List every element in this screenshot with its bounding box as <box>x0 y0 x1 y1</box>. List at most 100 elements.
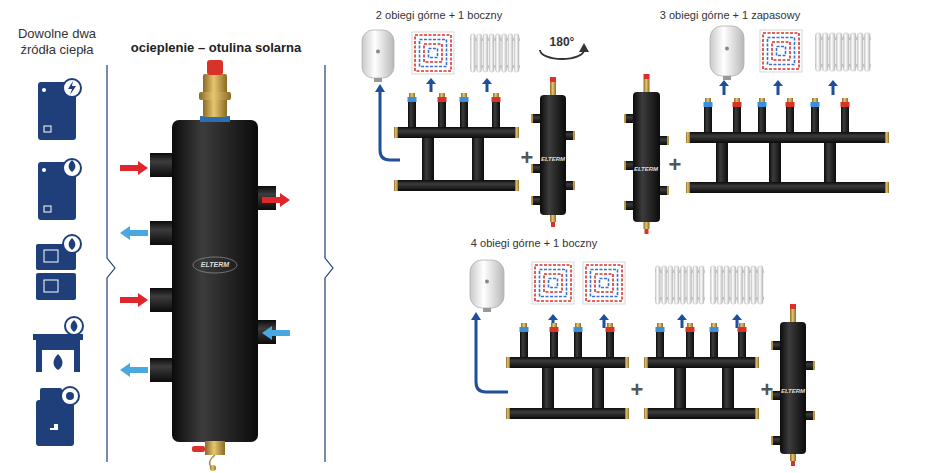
radiator-column <box>837 33 843 71</box>
radiator-column <box>502 34 507 72</box>
separator-body <box>633 92 660 222</box>
drain-cap <box>210 465 216 471</box>
radiator-column <box>851 33 857 71</box>
boiler-dot <box>42 168 46 172</box>
air-vent-cap <box>207 60 223 75</box>
brass-end <box>813 361 815 370</box>
pipe-stub <box>656 331 664 358</box>
drain-valve <box>205 441 225 455</box>
pipe-stub <box>565 131 573 140</box>
water-heater-base <box>723 76 731 80</box>
floor-heating-icon <box>532 262 574 304</box>
flow-arrow <box>262 326 290 340</box>
plus-sign: + <box>669 152 682 178</box>
radiator-column <box>744 266 749 304</box>
logo-text: ELTERM <box>201 261 229 269</box>
brass-end <box>686 182 690 193</box>
plus-sign: + <box>521 145 534 171</box>
floor-heating-loop <box>540 270 567 297</box>
pipe-stub <box>686 331 694 358</box>
valve-cap <box>710 327 719 332</box>
drain-handle <box>791 461 795 466</box>
air-vent-cap <box>550 77 556 82</box>
supply-arrow <box>482 78 492 92</box>
brass-end <box>624 161 626 170</box>
pipe-stub <box>733 106 741 133</box>
brass-end <box>624 201 626 210</box>
floor-heating-loop <box>429 49 438 58</box>
separator-body <box>780 322 806 454</box>
floor-heating-icon <box>760 30 802 72</box>
valve-cap <box>704 102 713 107</box>
drain-valve <box>790 454 796 461</box>
manifold-bar <box>510 408 625 419</box>
pipe-stub <box>773 391 781 400</box>
brass-end <box>521 323 527 327</box>
brass-end <box>625 357 629 368</box>
pipe-stub <box>565 181 573 190</box>
supply-arrow <box>677 314 687 328</box>
radiator-column <box>656 266 661 304</box>
drain-handle <box>192 446 205 452</box>
pipe-stub <box>150 288 174 312</box>
floor-heating-loop <box>424 44 442 62</box>
air-vent-cap <box>790 304 796 309</box>
brass-end <box>625 408 629 419</box>
brass-end <box>551 323 557 327</box>
flame-symbol <box>69 238 76 250</box>
pipe-stub <box>626 161 634 170</box>
floor-heating-loop <box>595 274 613 292</box>
water-heater-dial <box>485 280 489 284</box>
heat-source-icon <box>36 400 74 446</box>
supply-arrow <box>426 78 436 92</box>
radiator-column <box>471 34 476 72</box>
water-heater-icon <box>362 30 394 78</box>
brass-end <box>493 93 499 97</box>
air-vent-brass <box>550 82 556 95</box>
heat-source-icon <box>36 273 76 300</box>
radiator-column <box>496 34 501 72</box>
section-heading: ocieplenie – otulina solarna <box>131 40 302 56</box>
radiator-column <box>823 33 829 71</box>
brass-end <box>771 341 773 350</box>
supply-arrow <box>719 80 729 95</box>
radiator-column <box>717 266 722 304</box>
brass-end <box>573 131 575 140</box>
radiator-column <box>514 34 519 72</box>
rotation-label: 180° <box>550 35 575 49</box>
heat-source-badge <box>63 159 81 177</box>
variant-title: 2 obiegi górne + 1 boczny <box>376 9 502 22</box>
supply-arrow <box>773 80 783 95</box>
separator-body <box>540 95 566 215</box>
brass-end <box>394 180 398 191</box>
heat-source-badge <box>63 79 81 97</box>
manifold-bar <box>648 408 755 419</box>
floor-heating-loop <box>544 274 562 292</box>
pipe-stub <box>805 361 813 370</box>
radiator-column <box>724 266 729 304</box>
radiator-column <box>674 266 679 304</box>
pipe-stub <box>150 153 174 177</box>
rotate-arrow-head <box>579 43 589 52</box>
floor-heating-loop <box>600 279 609 288</box>
floor-heating-loop <box>586 265 622 301</box>
pipe-stub <box>606 331 614 358</box>
brass-end <box>885 132 889 143</box>
lightning-symbol <box>68 81 76 95</box>
manifold-bar <box>510 357 625 368</box>
radiator-column <box>738 266 743 304</box>
valve-cap <box>550 327 559 332</box>
brass-end <box>667 186 669 195</box>
flow-arrow <box>262 193 290 207</box>
heat-source-badge <box>65 317 83 335</box>
brass-end <box>759 98 765 102</box>
pipe-stub <box>408 101 416 128</box>
pipe-stub <box>811 106 819 133</box>
flow-arrow <box>120 226 148 240</box>
valve-cap <box>733 102 742 107</box>
water-heater-base <box>374 78 382 82</box>
flame-symbol <box>71 320 78 332</box>
heat-source-panel <box>44 206 51 212</box>
brass-end <box>755 357 759 368</box>
